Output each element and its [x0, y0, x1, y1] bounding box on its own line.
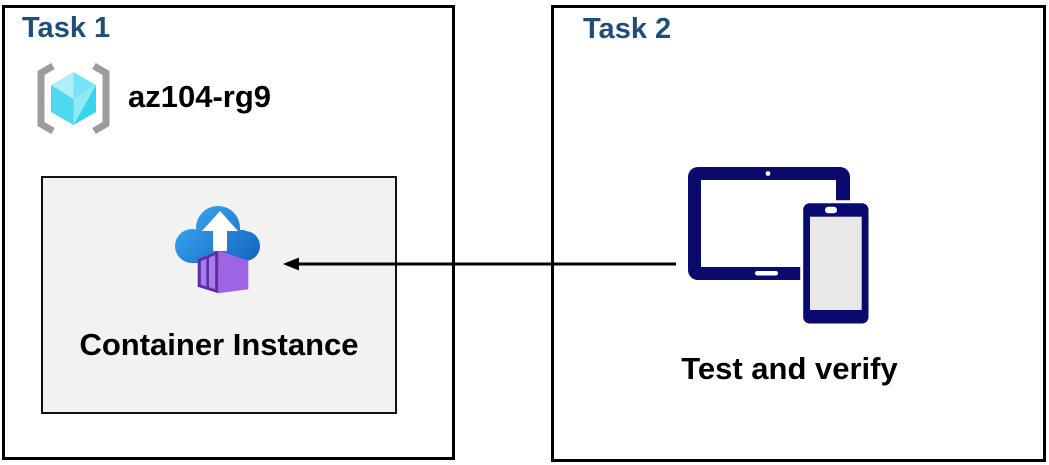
- left-arrow: [283, 257, 676, 271]
- upload-arrow-icon: [202, 211, 238, 251]
- container-instance-label: Container Instance: [79, 327, 359, 362]
- resource-group-name: az104-rg9: [128, 79, 272, 114]
- task1-title: Task 1: [22, 12, 111, 44]
- task2-title: Task 2: [583, 13, 672, 45]
- phone-icon: [800, 200, 872, 326]
- devices-icon: [688, 167, 872, 326]
- container-box-shape: [197, 250, 249, 294]
- resource-group-icon: [37, 62, 110, 135]
- test-and-verify-label: Test and verify: [681, 351, 898, 386]
- container-instance-icon: [175, 206, 260, 294]
